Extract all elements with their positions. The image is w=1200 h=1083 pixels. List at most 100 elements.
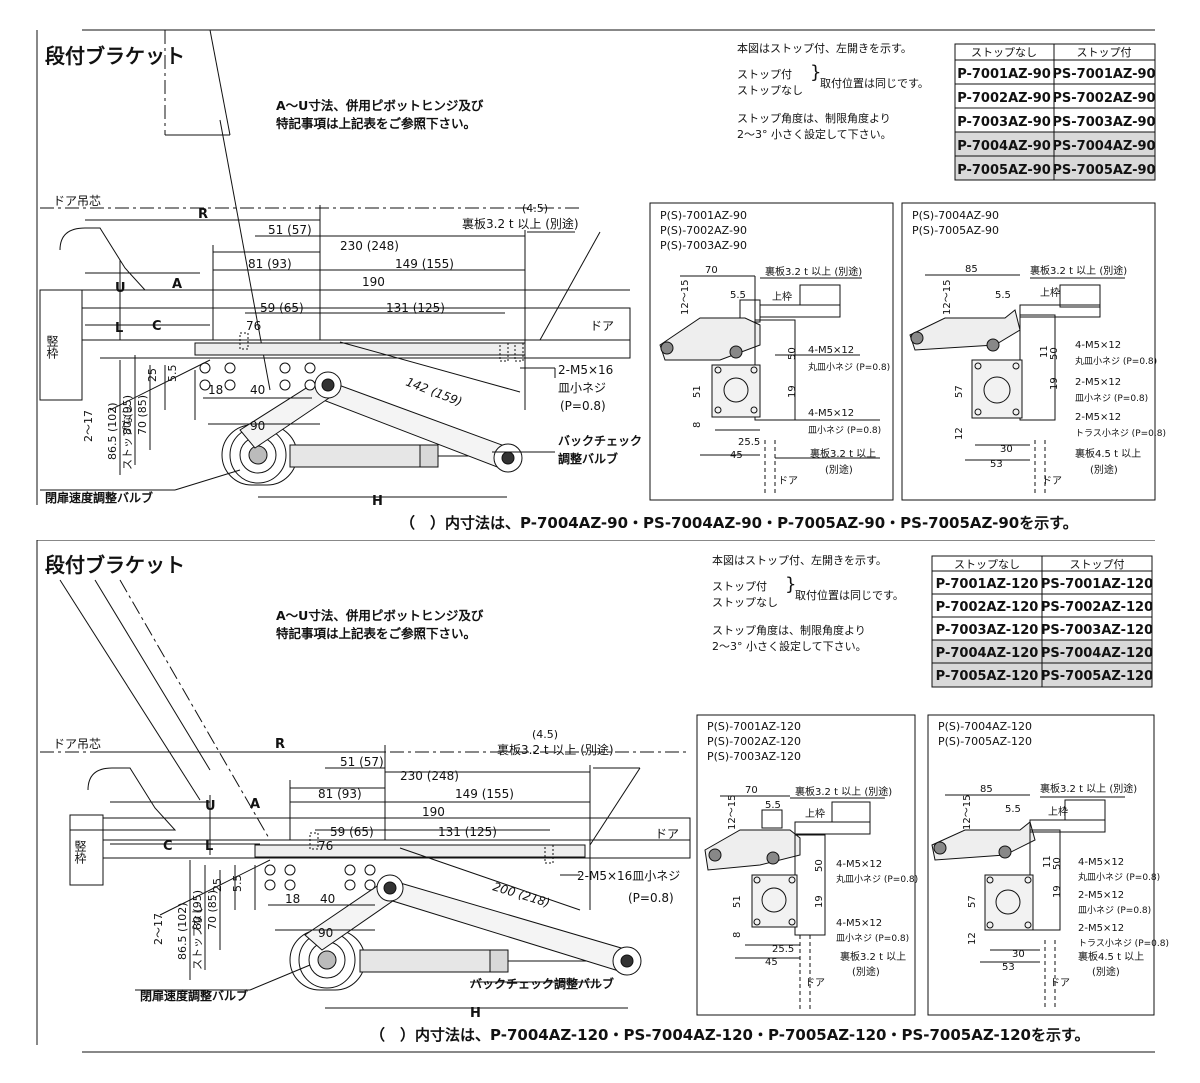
screw-type: 皿小ネジ xyxy=(558,381,606,395)
detail-back-plate-2: 裏板4.5 t 以上 xyxy=(1078,950,1144,963)
detail-dim-5-5: 5.5 xyxy=(765,800,781,811)
detail-dim-8: 8 xyxy=(692,422,703,428)
detail-separate: (別途) xyxy=(825,463,853,476)
footnote: （ ）内寸法は、P-7004AZ-90・PS-7004AZ-90・P-7005A… xyxy=(400,514,1078,532)
detail-screw-2-type: 皿小ネジ (P=0.8) xyxy=(1078,905,1151,916)
detail-dim-57: 57 xyxy=(967,895,978,908)
table-cell: PS-7002AZ-90 xyxy=(1052,91,1155,106)
detail-screw-3-type: トラス小ネジ (P=0.8) xyxy=(1075,428,1166,439)
section-90: 段付ブラケット A～U寸法、併用ピボットヒンジ及び 特記事項は上記表をご参照下さ… xyxy=(0,0,1200,540)
dim-40: 40 xyxy=(320,892,335,906)
table-cell: P-7004AZ-120 xyxy=(936,646,1039,661)
back-plate-note: 裏板3.2 t 以上 (別途) xyxy=(497,742,614,757)
section-title: 段付ブラケット xyxy=(45,44,185,68)
table-cell: PS-7002AZ-120 xyxy=(1041,600,1153,615)
dim-U: U xyxy=(115,281,126,296)
detail-dim-5-5: 5.5 xyxy=(995,290,1011,301)
dim-4-5: (4.5) xyxy=(522,202,548,215)
detail-top-frame: 上枠 xyxy=(805,807,825,820)
detail-top-frame: 上枠 xyxy=(1040,286,1060,299)
detail-dim-11: 11 xyxy=(1042,855,1053,868)
dim-L: L xyxy=(115,321,123,336)
detail-dim-19: 19 xyxy=(814,895,825,908)
detail-screw-3: 2-M5×12 xyxy=(1078,923,1124,934)
detail-dim-12-15: 12～15 xyxy=(727,795,738,830)
detail-dim-12: 12 xyxy=(954,427,965,440)
pivot-label: ドア吊芯 xyxy=(53,194,101,208)
table-cell: P-7001AZ-120 xyxy=(936,577,1039,592)
detail-dim-12-15: 12～15 xyxy=(942,280,953,315)
dim-A: A xyxy=(172,277,182,292)
table-cell: PS-7004AZ-90 xyxy=(1052,139,1155,154)
table-cell: PS-7005AZ-120 xyxy=(1041,669,1153,684)
detail-screw-2: 2-M5×12 xyxy=(1075,377,1121,388)
arm-dimension: 200 (218) xyxy=(491,879,552,910)
screw-pitch: (P=0.8) xyxy=(560,399,606,413)
dim-59: 59 (65) xyxy=(330,825,374,839)
ref-note-line-2: 特記事項は上記表をご参照下さい。 xyxy=(276,626,476,641)
dim-25: 25 xyxy=(146,368,159,382)
table-cell: P-7002AZ-120 xyxy=(936,600,1039,615)
closing-valve-label: 閉扉速度調整バルブ xyxy=(140,988,248,1003)
detail-dim-12: 12 xyxy=(967,932,978,945)
detail-dim-85: 85 xyxy=(980,784,993,795)
detail-model: P(S)-7003AZ-90 xyxy=(660,239,747,252)
detail-screw-3-type: トラス小ネジ (P=0.8) xyxy=(1078,938,1169,949)
dim-149: 149 (155) xyxy=(395,257,454,271)
spec-line-1: 本図はストップ付、左開きを示す。 xyxy=(712,553,887,567)
table-header-stop: ストップ付 xyxy=(1070,558,1125,571)
ref-note-line-1: A～U寸法、併用ピボットヒンジ及び xyxy=(276,98,484,113)
detail-model: P(S)-7004AZ-90 xyxy=(912,209,999,222)
door-label: ドア xyxy=(655,827,679,841)
section-120: 段付ブラケット A～U寸法、併用ピボットヒンジ及び 特記事項は上記表をご参照下さ… xyxy=(0,540,1200,1083)
table-cell: PS-7003AZ-90 xyxy=(1052,115,1155,130)
detail-screw-1: 4-M5×12 xyxy=(836,859,882,870)
backcheck-label-2: 調整バルブ xyxy=(558,451,618,466)
detail-dim-45: 45 xyxy=(730,450,743,461)
dim-230: 230 (248) xyxy=(340,239,399,253)
detail-dim-25-5: 25.5 xyxy=(738,437,760,448)
table-cell: PS-7004AZ-120 xyxy=(1041,646,1153,661)
dim-70: 70 (85) xyxy=(206,890,219,930)
dim-70: 70 (85) xyxy=(136,395,149,435)
detail-dim-19: 19 xyxy=(1052,885,1063,898)
dim-190: 190 xyxy=(362,275,385,289)
spec-angle-1: ストップ角度は、制限角度より xyxy=(712,623,866,637)
pivot-label: ドア吊芯 xyxy=(53,737,101,751)
dim-18: 18 xyxy=(208,383,223,397)
dim-C: C xyxy=(163,839,173,854)
table-cell: PS-7005AZ-90 xyxy=(1052,163,1155,178)
dim-2-17: 2～17 xyxy=(152,913,165,945)
detail-dim-53: 53 xyxy=(990,459,1003,470)
dim-5-5: 5.5 xyxy=(231,875,244,893)
detail-back-plate: 裏板3.2 t 以上 (別途) xyxy=(795,785,892,798)
arm-dimension: 142 (159) xyxy=(404,375,464,409)
detail-dim-19: 19 xyxy=(787,385,798,398)
model-table: ストップなし ストップ付 P-7001AZ-90 PS-7001AZ-90 P-… xyxy=(954,43,1156,181)
table-cell: PS-7003AZ-120 xyxy=(1041,623,1153,638)
detail-dim-25-5: 25.5 xyxy=(772,944,794,955)
stop-none-label: ストップなし xyxy=(191,904,204,970)
table-cell: P-7003AZ-120 xyxy=(936,623,1039,638)
detail-model: P(S)-7002AZ-120 xyxy=(707,735,801,748)
detail-screw-2-type: 皿小ネジ (P=0.8) xyxy=(836,933,909,944)
dim-51: 51 (57) xyxy=(340,755,384,769)
detail-dim-50: 50 xyxy=(1049,347,1060,360)
dim-149: 149 (155) xyxy=(455,787,514,801)
detail-screw-1-type: 丸皿小ネジ (P=0.8) xyxy=(808,361,890,373)
dim-76: 76 xyxy=(318,839,333,853)
spec-stop-a: ストップ付 xyxy=(737,68,792,81)
table-cell: PS-7001AZ-90 xyxy=(1052,67,1155,82)
detail-screw-1-type: 丸皿小ネジ (P=0.8) xyxy=(1075,355,1157,367)
detail-separate: (別途) xyxy=(852,965,880,978)
dim-81: 81 (93) xyxy=(248,257,292,271)
spec-angle-1: ストップ角度は、制限角度より xyxy=(737,111,891,125)
detail-model: P(S)-7005AZ-90 xyxy=(912,224,999,237)
detail-dim-11: 11 xyxy=(1039,345,1050,358)
detail-b: P(S)-7004AZ-90 P(S)-7005AZ-90 85 12～15 5… xyxy=(901,202,1166,501)
dim-L: L xyxy=(205,839,213,854)
dim-80: 80 (95) xyxy=(191,890,204,930)
dim-59: 59 (65) xyxy=(260,301,304,315)
detail-door: ドア xyxy=(805,978,825,989)
dim-76: 76 xyxy=(246,319,261,333)
